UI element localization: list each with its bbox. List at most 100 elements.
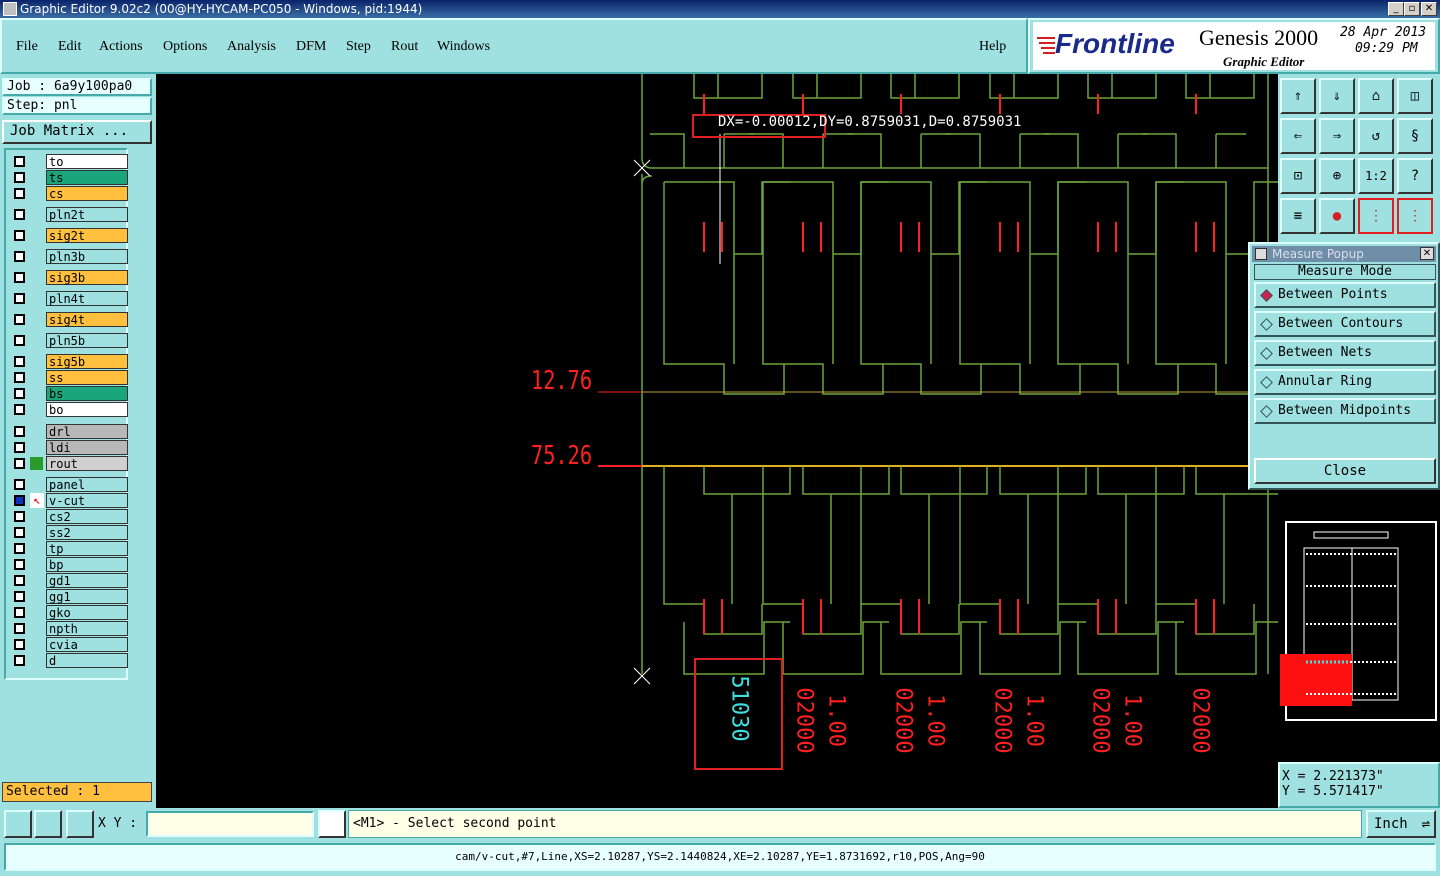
menu-help[interactable]: Help (979, 39, 1007, 54)
layer-checkbox[interactable] (14, 251, 25, 262)
layer-checkbox[interactable] (14, 356, 25, 367)
layer-row-pln2t[interactable]: pln2t (10, 207, 128, 222)
layer-checkbox[interactable] (14, 230, 25, 241)
menu-file[interactable]: File (16, 39, 38, 54)
layer-checkbox[interactable] (14, 655, 25, 666)
layer-checkbox[interactable] (14, 172, 25, 183)
pan-right-icon[interactable]: ⇒ (1319, 118, 1355, 154)
info-icon[interactable] (318, 810, 346, 838)
zoom-in-icon[interactable]: ⊕ (1319, 158, 1355, 194)
layer-checkbox[interactable] (14, 639, 25, 650)
layer-checkbox[interactable] (14, 495, 25, 506)
layer-row-tp[interactable]: tp (10, 541, 128, 556)
minimize-button[interactable]: _ (1388, 2, 1404, 16)
snap-mode-icon[interactable] (4, 810, 32, 838)
menu-analysis[interactable]: Analysis (227, 39, 276, 54)
layer-checkbox[interactable] (14, 559, 25, 570)
graphic-canvas[interactable]: DX=-0.00012,DY=0.8759031,D=0.8759031 12.… (156, 74, 1278, 808)
menu-dfm[interactable]: DFM (296, 39, 327, 54)
layer-row-ldi[interactable]: ldi (10, 440, 128, 455)
layer-row-sig4t[interactable]: sig4t (10, 312, 128, 327)
layer-row-panel[interactable]: panel (10, 477, 128, 492)
option-between-contours[interactable]: Between Contours (1254, 311, 1436, 337)
overview-map[interactable] (1278, 490, 1440, 762)
layer-checkbox[interactable] (14, 442, 25, 453)
layer-row-ss2[interactable]: ss2 (10, 525, 128, 540)
layer-row-bs[interactable]: bs (10, 386, 128, 401)
layer-row-gg1[interactable]: gg1 (10, 589, 128, 604)
layer-row-drl[interactable]: drl (10, 424, 128, 439)
xy-input[interactable] (146, 811, 314, 837)
angle-snap-icon[interactable] (34, 810, 62, 838)
job-matrix-button[interactable]: Job Matrix ... (2, 120, 152, 144)
layer-row-cvia[interactable]: cvia (10, 637, 128, 652)
option-between-points[interactable]: Between Points (1254, 282, 1436, 308)
settings-tools-icon[interactable]: ≡ (1280, 198, 1316, 234)
layer-checkbox[interactable] (14, 426, 25, 437)
measure-tool-icon[interactable]: ⋮ (1358, 198, 1394, 234)
layer-checkbox[interactable] (14, 388, 25, 399)
layer-checkbox[interactable] (14, 335, 25, 346)
layer-row-ss[interactable]: ss (10, 370, 128, 385)
layer-row-cs[interactable]: cs (10, 186, 128, 201)
option-between-midpoints[interactable]: Between Midpoints (1254, 398, 1436, 424)
help-query-icon[interactable]: ? (1397, 158, 1433, 194)
layer-row-to[interactable]: to (10, 154, 128, 169)
zoom-fit-icon[interactable]: ⊡ (1280, 158, 1316, 194)
close-button[interactable]: Close (1254, 458, 1436, 484)
layer-checkbox[interactable] (14, 209, 25, 220)
layer-row-sig5b[interactable]: sig5b (10, 354, 128, 369)
layer-checkbox[interactable] (14, 314, 25, 325)
layer-row-d[interactable]: d (10, 653, 128, 668)
layer-checkbox[interactable] (14, 272, 25, 283)
layer-row-gko[interactable]: gko (10, 605, 128, 620)
menu-windows[interactable]: Windows (437, 39, 491, 54)
popup-close-icon[interactable]: ✕ (1420, 247, 1434, 260)
layer-row-v-cut[interactable]: ↖v-cut (10, 493, 128, 508)
layer-row-sig2t[interactable]: sig2t (10, 228, 128, 243)
pan-left-icon[interactable]: ⇐ (1280, 118, 1316, 154)
layer-checkbox[interactable] (14, 543, 25, 554)
option-annular-ring[interactable]: Annular Ring (1254, 369, 1436, 395)
option-between-nets[interactable]: Between Nets (1254, 340, 1436, 366)
menu-rout[interactable]: Rout (391, 39, 419, 54)
layer-row-pln3b[interactable]: pln3b (10, 249, 128, 264)
layer-row-bp[interactable]: bp (10, 557, 128, 572)
layer-row-npth[interactable]: npth (10, 621, 128, 636)
layer-checkbox[interactable] (14, 293, 25, 304)
menu-edit[interactable]: Edit (58, 39, 82, 54)
menu-actions[interactable]: Actions (99, 39, 143, 54)
layer-row-sig3b[interactable]: sig3b (10, 270, 128, 285)
layer-row-rout[interactable]: rout (10, 456, 128, 471)
layer-checkbox[interactable] (14, 404, 25, 415)
layer-checkbox[interactable] (14, 511, 25, 522)
layer-checkbox[interactable] (14, 527, 25, 538)
layer-row-gd1[interactable]: gd1 (10, 573, 128, 588)
measure-active-icon[interactable]: ⋮ (1397, 198, 1433, 234)
split-view-icon[interactable]: ◫ (1397, 78, 1433, 114)
layer-row-bo[interactable]: bo (10, 402, 128, 417)
layer-row-ts[interactable]: ts (10, 170, 128, 185)
menu-options[interactable]: Options (163, 39, 208, 54)
maximize-button[interactable]: ▫ (1404, 2, 1420, 16)
unit-selector[interactable]: Inch⇌ (1366, 810, 1436, 838)
undo-zoom-icon[interactable]: ↺ (1358, 118, 1394, 154)
view-down-icon[interactable]: ⇓ (1319, 78, 1355, 114)
scale-one-to-two-icon[interactable]: 1:2 (1358, 158, 1394, 194)
close-window-button[interactable]: ✕ (1421, 2, 1437, 16)
view-up-icon[interactable]: ⇑ (1280, 78, 1316, 114)
grid-snap-icon[interactable] (66, 810, 94, 838)
popup-menu-icon[interactable] (1255, 248, 1267, 260)
layer-checkbox[interactable] (14, 575, 25, 586)
menu-step[interactable]: Step (346, 39, 371, 54)
layer-checkbox[interactable] (14, 458, 25, 469)
snap-point-icon[interactable]: ● (1319, 198, 1355, 234)
layer-checkbox[interactable] (14, 623, 25, 634)
home-icon[interactable]: ⌂ (1358, 78, 1394, 114)
layer-checkbox[interactable] (14, 372, 25, 383)
layer-row-pln4t[interactable]: pln4t (10, 291, 128, 306)
layer-checkbox[interactable] (14, 607, 25, 618)
layer-row-cs2[interactable]: cs2 (10, 509, 128, 524)
layer-checkbox[interactable] (14, 156, 25, 167)
layer-row-pln5b[interactable]: pln5b (10, 333, 128, 348)
